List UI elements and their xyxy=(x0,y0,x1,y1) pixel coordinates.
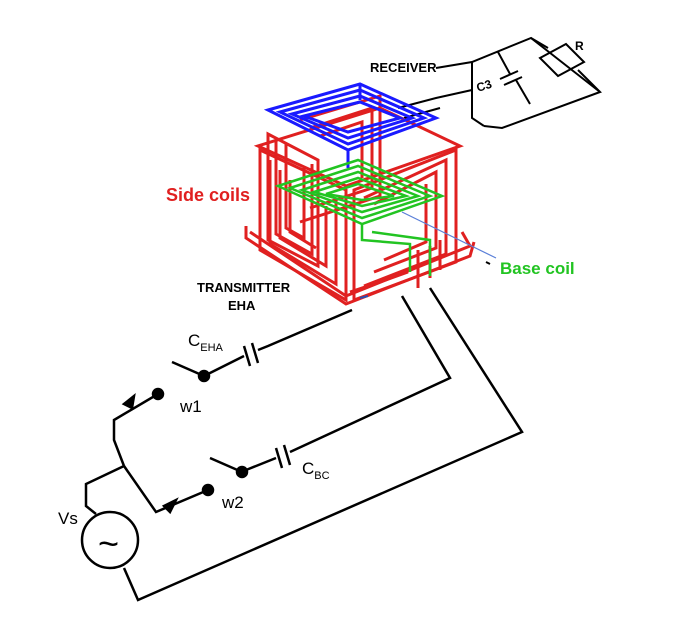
transmitter-label: TRANSMITTER xyxy=(197,280,291,295)
c-bc-plate-b xyxy=(282,444,292,466)
transmitter-sub-label: EHA xyxy=(228,298,256,313)
wire-cbc-to-w2 xyxy=(245,456,277,472)
c-bc-plate-a xyxy=(274,447,284,469)
receiver-feed-1 xyxy=(397,89,473,109)
switch-w2-blade xyxy=(209,456,243,474)
r-label: R xyxy=(575,39,584,53)
receiver-label: RECEIVER xyxy=(370,60,437,75)
vs-label: Vs xyxy=(58,509,78,528)
voltage-source xyxy=(80,510,140,570)
receiver-outer-wire xyxy=(435,36,603,130)
receiver-coil xyxy=(263,82,440,168)
c3-plate-b xyxy=(503,76,523,86)
resistor-r xyxy=(538,42,586,78)
receiver-resistor-branch xyxy=(530,37,601,93)
drive-circuit xyxy=(80,287,524,602)
w2-label: w2 xyxy=(221,493,244,512)
receiver-inner-wire xyxy=(471,62,485,127)
wire-w2-to-junction xyxy=(122,465,209,514)
c-eha-plate-b xyxy=(250,342,260,364)
w1-label: w1 xyxy=(179,397,202,416)
c-eha-plate-a xyxy=(242,345,252,367)
wire-eha xyxy=(257,308,353,352)
c3-plate-a xyxy=(499,70,519,80)
transmitter-feed xyxy=(349,270,409,294)
transmitter-mark xyxy=(485,261,491,265)
wire-eha-to-w1 xyxy=(207,354,245,376)
side-coils-label: Side coils xyxy=(166,185,250,205)
base-coil-pointer xyxy=(401,211,497,259)
wire-base-loop-2 xyxy=(122,287,524,602)
c-bc-label: CBC xyxy=(302,459,330,482)
base-coil-label: Base coil xyxy=(500,259,575,278)
wire-w1-to-junction xyxy=(112,392,159,467)
transmitter-mark-2 xyxy=(359,295,369,299)
wire-junction-to-source xyxy=(84,464,125,515)
switch-w1-blade xyxy=(171,360,205,378)
source-symbol: ~ xyxy=(98,523,119,564)
receiver-cap-branch xyxy=(497,51,531,105)
c3-label: C3 xyxy=(475,77,494,95)
wire-base-loop-1 xyxy=(289,295,452,454)
w1-arrow xyxy=(121,392,136,410)
base-coil xyxy=(274,158,446,276)
w2-arrow xyxy=(161,497,179,515)
c-eha-label: CEHA xyxy=(188,331,224,354)
